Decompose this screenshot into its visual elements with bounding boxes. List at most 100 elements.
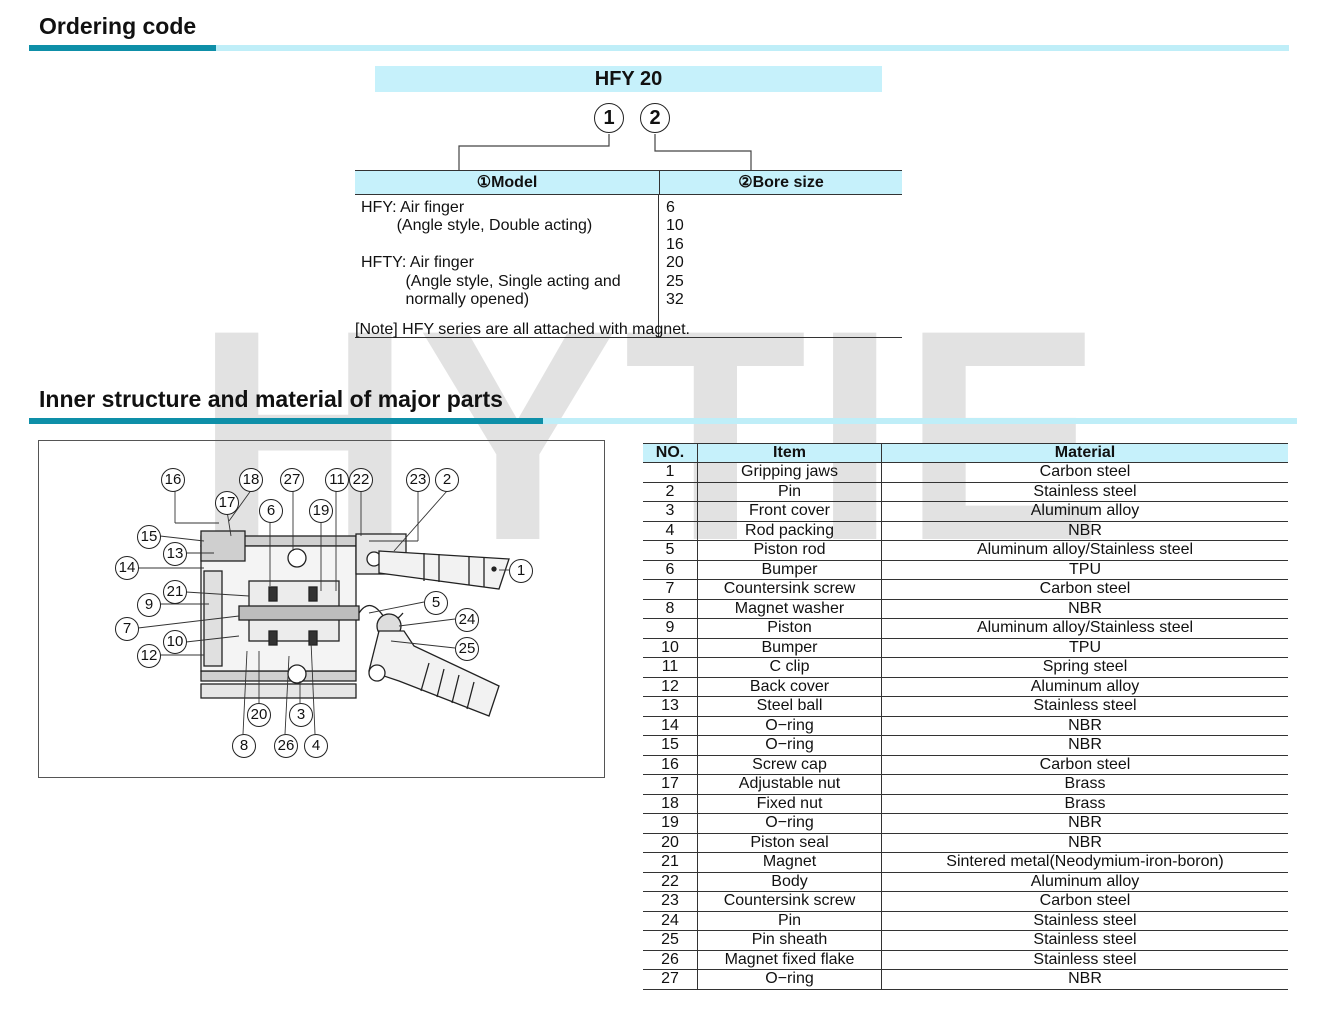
part-item: Front cover (697, 501, 882, 522)
ordering-table: ①Model ②Bore size HFY: Air finger (Angle… (355, 170, 902, 338)
part-number: 18 (643, 794, 698, 814)
title-underline-dark (29, 418, 543, 424)
part-material: Aluminum alloy/Stainless steel (881, 618, 1288, 639)
model-line: HFTY: Air finger (361, 254, 474, 272)
part-number: 16 (643, 755, 698, 775)
part-material: Spring steel (881, 657, 1288, 678)
part-item: Bumper (697, 638, 882, 658)
part-material: NBR (881, 735, 1288, 756)
part-material: TPU (881, 638, 1288, 658)
bore-size-value: 20 (666, 254, 684, 272)
callout-16: 16 (161, 468, 185, 492)
cross-section-drawing (137, 488, 510, 735)
part-number: 9 (643, 618, 698, 639)
part-item: O−ring (697, 735, 882, 756)
callout-9: 9 (137, 593, 161, 617)
callout-6: 6 (259, 499, 283, 523)
bore-size-value: 10 (666, 217, 684, 235)
part-material: Stainless steel (881, 482, 1288, 502)
part-item: Bumper (697, 560, 882, 580)
header-no: NO. (643, 443, 698, 463)
part-item: Countersink screw (697, 891, 882, 912)
part-item: Piston rod (697, 540, 882, 561)
part-number: 10 (643, 638, 698, 658)
callout-7: 7 (115, 617, 139, 641)
part-number: 6 (643, 560, 698, 580)
callout-12: 12 (137, 644, 161, 668)
part-number: 25 (643, 930, 698, 951)
connector-lines (458, 134, 752, 170)
part-material: Stainless steel (881, 696, 1288, 717)
ordering-code-title: Ordering code (39, 13, 197, 39)
callout-23: 23 (406, 468, 430, 492)
callout-11: 11 (325, 468, 349, 492)
part-item: O−ring (697, 813, 882, 834)
callout-8: 8 (232, 734, 256, 758)
title-underline-dark (29, 45, 216, 51)
model-line: normally opened) (361, 291, 530, 309)
part-item: Magnet washer (697, 599, 882, 619)
model-line: (Angle style, Single acting and (361, 272, 621, 290)
part-item: Pin (697, 911, 882, 931)
part-material: NBR (881, 599, 1288, 619)
title-underline-light (543, 418, 1297, 424)
header-material: Material (881, 443, 1288, 463)
part-item: Screw cap (697, 755, 882, 775)
part-material: Aluminum alloy (881, 872, 1288, 892)
bore-size-value: 16 (666, 235, 684, 253)
model-line: (Angle style, Double acting) (361, 217, 593, 235)
part-item: C clip (697, 657, 882, 678)
inner-structure-title: Inner structure and material of major pa… (39, 386, 503, 412)
callout-26: 26 (274, 734, 298, 758)
model-line (361, 236, 658, 254)
part-material: Brass (881, 774, 1288, 795)
part-number: 7 (643, 579, 698, 600)
part-material: Stainless steel (881, 911, 1288, 931)
bore-size-value: 6 (666, 199, 675, 216)
model-line: HFY: Air finger (361, 199, 465, 216)
title-underline-light (216, 45, 1289, 51)
callout-5: 5 (424, 591, 448, 615)
part-item: Piston seal (697, 833, 882, 853)
part-material: Carbon steel (881, 755, 1288, 775)
model-code-box: HFY 20 (375, 66, 882, 92)
part-material: NBR (881, 833, 1288, 853)
part-material: Carbon steel (881, 891, 1288, 912)
part-material: Aluminum alloy (881, 677, 1288, 697)
callout-25: 25 (455, 637, 479, 661)
part-number: 21 (643, 852, 698, 873)
part-material: Aluminum alloy/Stainless steel (881, 540, 1288, 561)
table-header-row: NO. Item Material (643, 443, 1288, 463)
part-number: 13 (643, 696, 698, 717)
part-material: Aluminum alloy (881, 501, 1288, 522)
callout-27: 27 (280, 468, 304, 492)
callout-24: 24 (455, 608, 479, 632)
callout-17: 17 (215, 491, 239, 515)
part-item: Back cover (697, 677, 882, 697)
circle-number-2: 2 (640, 103, 670, 133)
